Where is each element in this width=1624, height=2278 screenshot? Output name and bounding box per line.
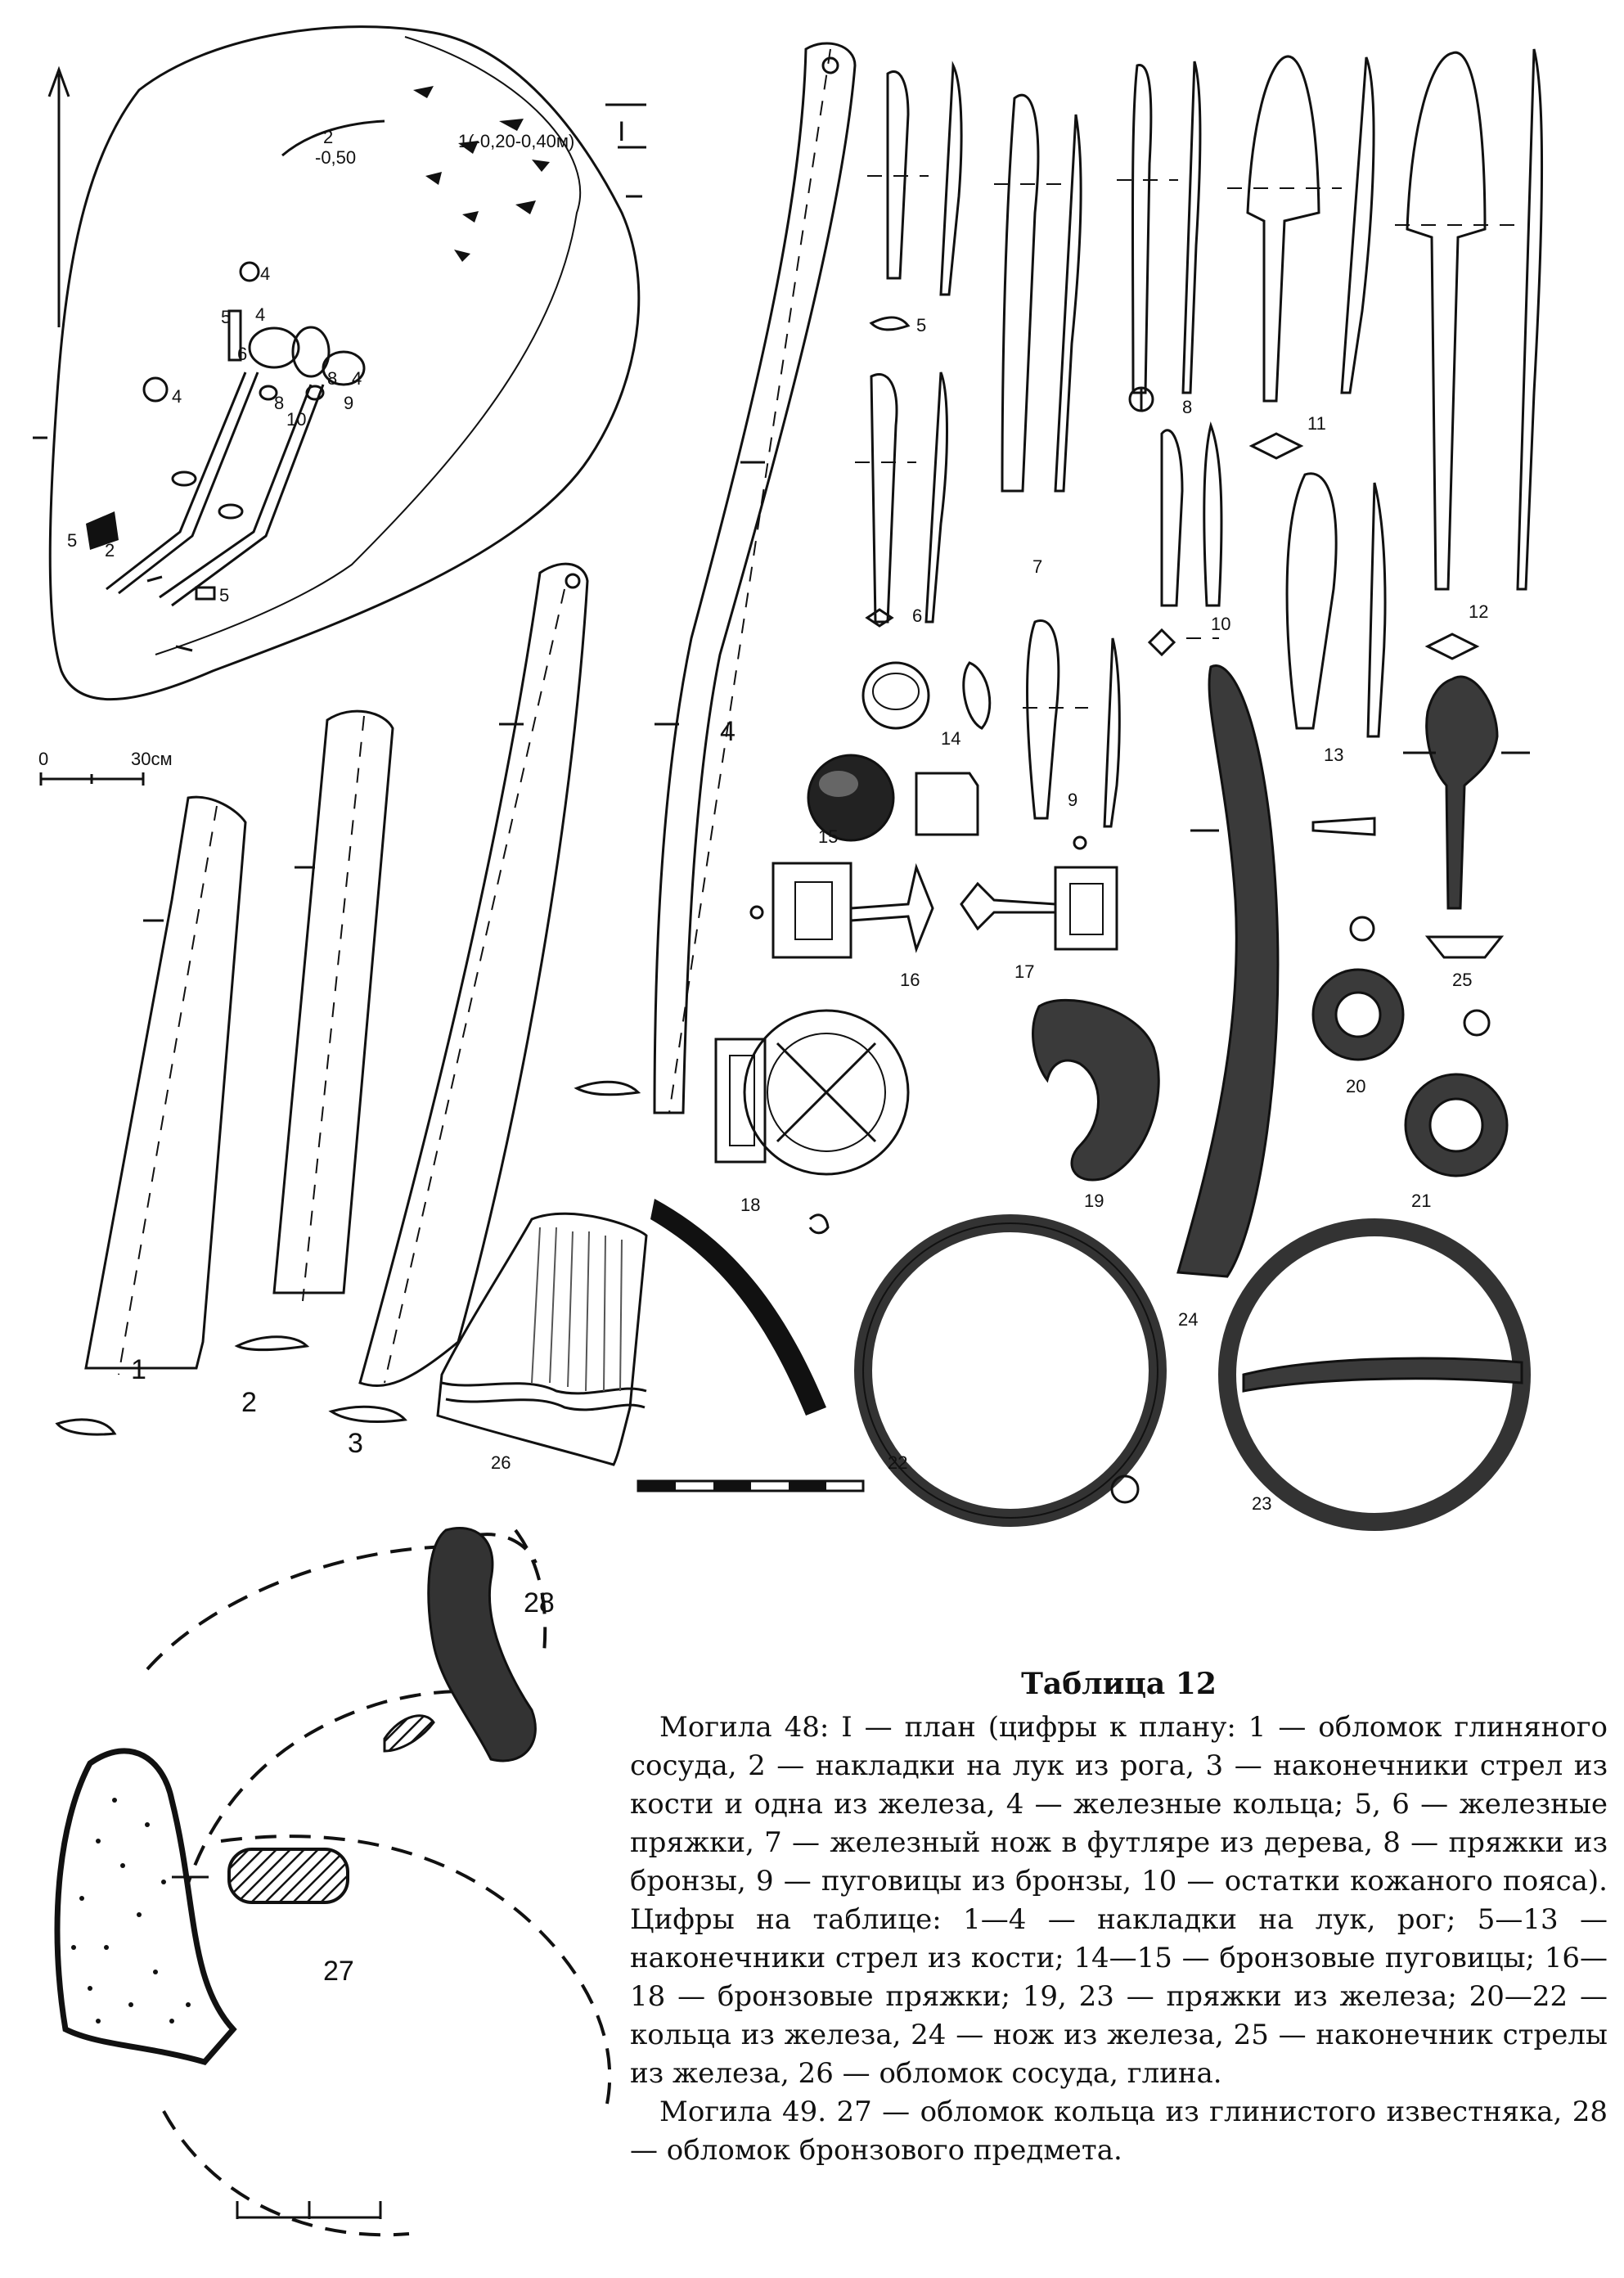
fig-label-25: 25 xyxy=(1452,970,1472,990)
svg-text:2: 2 xyxy=(105,540,115,560)
fig-label-22: 22 xyxy=(888,1452,907,1473)
fig-label-5: 5 xyxy=(916,315,926,335)
fig-label-12: 12 xyxy=(1469,601,1488,622)
svg-text:4: 4 xyxy=(255,304,265,325)
arrowhead-7 xyxy=(1001,93,1040,493)
plan-section-label: I xyxy=(618,116,625,147)
plan-depth-note-2a: 2 xyxy=(323,127,333,147)
svg-text:4: 4 xyxy=(172,386,182,407)
svg-text:6: 6 xyxy=(237,344,247,364)
buckle-16 xyxy=(772,862,852,959)
svg-text:5: 5 xyxy=(67,530,77,551)
arrowhead-9b xyxy=(1026,619,1060,820)
fig-label-18: 18 xyxy=(740,1195,760,1215)
fig-label-4: 4 xyxy=(720,716,736,747)
grave-49-finds xyxy=(54,1527,612,2237)
arrowhead-6 xyxy=(870,373,898,624)
bronze-buttons xyxy=(807,661,992,842)
svg-text:4: 4 xyxy=(352,368,362,389)
caption-grave-48: Могила 48: I — план (цифры к плану: 1 — … xyxy=(630,1711,1608,2090)
fig-label-1: 1 xyxy=(131,1354,146,1385)
plan-arrowheads xyxy=(413,86,550,262)
grave-plan: I 1(-0,20-0,40м) 2 -0,50 4 4 xyxy=(33,25,646,786)
svg-text:10: 10 xyxy=(286,409,306,430)
vessel-fragment-26 xyxy=(436,1199,865,1492)
plan-vessel-fragment xyxy=(86,511,119,550)
svg-text:8: 8 xyxy=(327,368,337,389)
buckle-18 xyxy=(743,1009,910,1176)
fig-label-23: 23 xyxy=(1252,1493,1271,1514)
arrowhead-5 xyxy=(886,70,910,280)
arrowhead-11 xyxy=(1246,55,1320,403)
bow-plate-2 xyxy=(272,709,394,1294)
fig-label-19: 19 xyxy=(1084,1191,1104,1211)
svg-text:8: 8 xyxy=(274,393,284,413)
fig-label-27: 27 xyxy=(323,1956,354,1987)
fig-label-26: 26 xyxy=(491,1452,511,1473)
fig-label-11: 11 xyxy=(1307,413,1326,434)
iron-ring-22 xyxy=(854,1214,1167,1527)
svg-text:4: 4 xyxy=(260,263,270,284)
bronze-fragment-28 xyxy=(427,1527,537,1763)
fig-label-6: 6 xyxy=(912,606,922,626)
plan-ring xyxy=(239,261,260,282)
fig-label-28: 28 xyxy=(524,1587,555,1618)
grave-pit-outline xyxy=(48,25,641,701)
fig-label-10: 10 xyxy=(1211,614,1230,634)
fig-label-17: 17 xyxy=(1014,961,1034,982)
fig-label-14: 14 xyxy=(941,728,960,749)
fig-label-7: 7 xyxy=(1032,556,1042,577)
button-14 xyxy=(861,661,930,730)
svg-text:9: 9 xyxy=(344,393,353,413)
iron-buckle-19 xyxy=(1032,998,1160,1182)
plate-caption: Таблица 12 Могила 48: I — план (цифры к … xyxy=(630,1665,1608,2170)
bow-plate-4 xyxy=(653,42,857,1114)
arrowhead-12 xyxy=(1406,51,1487,591)
figure-labels: 1 2 3 4 5 6 7 8 9 10 11 12 13 14 15 16 1… xyxy=(131,315,1488,1987)
iron-knife-24 xyxy=(1176,664,1280,1278)
buckle-17 xyxy=(1054,866,1118,951)
iron-items xyxy=(854,637,1531,1531)
arrowhead-8 xyxy=(1131,64,1153,394)
plan-ring xyxy=(142,376,169,403)
fig-label-15: 15 xyxy=(818,826,838,847)
grave-inner-line xyxy=(155,36,582,655)
fig-label-13: 13 xyxy=(1324,745,1343,765)
fig-label-2: 2 xyxy=(241,1387,257,1418)
plan-scale-zero: 0 xyxy=(38,749,48,769)
caption-grave-49: Могила 49. 27 — обломок кольца из глинис… xyxy=(630,2096,1608,2167)
arrowhead-13 xyxy=(1285,472,1338,730)
svg-text:5: 5 xyxy=(221,307,231,327)
arrowhead-10 xyxy=(1203,421,1223,607)
bow-plate-1 xyxy=(84,795,247,1370)
bow-plate-3 xyxy=(358,562,589,1387)
fig-label-8: 8 xyxy=(1182,397,1192,417)
fig-label-9: 9 xyxy=(1068,790,1077,810)
plan-skeleton xyxy=(106,309,366,607)
plan-scale-label: 30см xyxy=(131,749,173,769)
bone-arrowheads xyxy=(855,48,1543,828)
fig-label-21: 21 xyxy=(1411,1191,1431,1211)
iron-arrowhead-25 xyxy=(1425,675,1499,910)
fig-label-20: 20 xyxy=(1346,1076,1365,1096)
plan-depth-note-2b: -0,50 xyxy=(315,147,356,168)
fig-label-3: 3 xyxy=(348,1428,363,1459)
fig-label-24: 24 xyxy=(1178,1309,1198,1330)
bow-plates xyxy=(55,42,857,1436)
fig-label-16: 16 xyxy=(900,970,920,990)
bronze-buckles xyxy=(714,835,1118,1235)
svg-text:5: 5 xyxy=(219,585,229,606)
ring-fragment-27 xyxy=(54,1748,237,2065)
north-arrow-head xyxy=(47,65,70,97)
arrowhead-9 xyxy=(1160,429,1184,607)
plate-title: Таблица 12 xyxy=(1021,1667,1217,1701)
